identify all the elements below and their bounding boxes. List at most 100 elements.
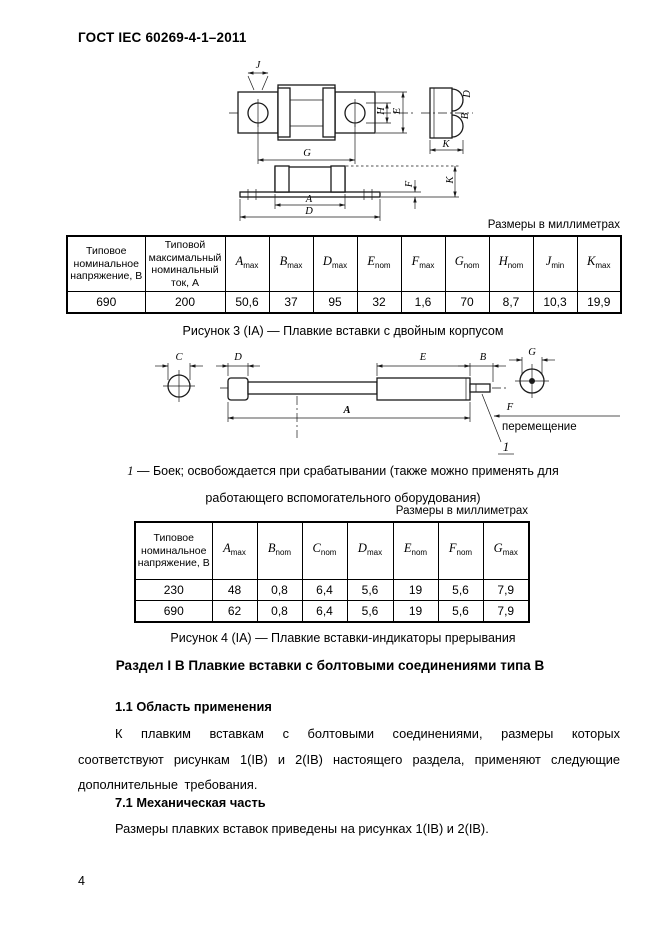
dim-label-k-side: K — [441, 139, 450, 150]
table-cell: 19 — [392, 579, 439, 601]
dim-label-h: H — [376, 106, 387, 116]
table1-dim-header: Bmax — [268, 235, 314, 292]
table2-dim-header: Enom — [392, 521, 439, 580]
table1-dim-header: Gnom — [444, 235, 490, 292]
dim-symbol: H — [498, 254, 508, 269]
table-figure4-dimensions: Типовое номинальное напряжение, В Amax B… — [134, 521, 530, 623]
dim-label-d: D — [233, 352, 242, 363]
table1-dim-header: Kmax — [576, 235, 622, 292]
dim-label-g: G — [303, 148, 311, 159]
dim-symbol: A — [235, 254, 244, 269]
units-note-1: Размеры в миллиметрах — [487, 219, 620, 231]
dim-label-f: F — [506, 402, 514, 413]
movement-label: перемещение — [502, 421, 577, 433]
dim-subscript: nom — [320, 548, 337, 558]
dim-symbol: E — [403, 541, 412, 556]
dim-subscript: max — [243, 261, 259, 271]
dim-label-a-bot: A — [305, 194, 313, 205]
dim-subscript: max — [230, 548, 246, 558]
dim-symbol: C — [312, 541, 321, 556]
figure4-note: 1 — Боек; освобождается при срабатывании… — [66, 458, 620, 511]
dim-symbol: D — [322, 254, 332, 269]
dim-subscript: nom — [463, 261, 480, 271]
dim-symbol: B — [267, 541, 276, 556]
table-figure3-dimensions: Типовое номинальное напряжение, В Типово… — [66, 235, 622, 314]
table-cell: 48 — [211, 579, 258, 601]
dim-label-d-side: D — [462, 90, 473, 99]
table-cell: 5,6 — [437, 579, 484, 601]
fig3-front-view: J H E G — [229, 60, 415, 164]
note-line-1: — Боек; освобождается при срабатывании (… — [133, 464, 559, 478]
table2-dim-header: Bnom — [256, 521, 303, 580]
table1-dim-header: Enom — [356, 235, 402, 292]
table-cell: 19,9 — [576, 291, 622, 314]
dim-subscript: max — [502, 548, 518, 558]
table2-data-row: 230 48 0,8 6,4 5,6 19 5,6 7,9 — [134, 579, 530, 601]
table-cell: 7,9 — [482, 579, 530, 601]
dim-symbol: B — [279, 254, 288, 269]
dim-label-b: B — [480, 352, 487, 363]
paragraph-scope: К плавким вставкам с болтовыми соединени… — [78, 726, 620, 792]
dim-label-c: C — [175, 352, 183, 363]
figure-4-drawing: C D E B — [155, 347, 620, 455]
table1-voltage-header: Типовое номинальное напряжение, В — [66, 235, 146, 292]
table-cell: 70 — [444, 291, 490, 314]
dim-symbol: K — [587, 254, 596, 269]
note-line-2: работающего вспомогательного оборудовани… — [205, 490, 481, 505]
section-heading: Раздел I В Плавкие вставки с болтовыми с… — [115, 658, 545, 673]
figure3-caption: Рисунок 3 (IA) — Плавкие вставки с двойн… — [182, 324, 504, 338]
figure-3-drawing: J H E G D B — [229, 60, 473, 221]
dim-label-a: A — [342, 405, 350, 416]
table1-dim-header: Fmax — [400, 235, 446, 292]
table-cell: 1,6 — [400, 291, 446, 314]
table1-current-header: Типовой максимальный номинальный ток, А — [144, 235, 226, 292]
table1-header-row: Типовое номинальное напряжение, В Типово… — [66, 235, 622, 292]
dim-symbol: E — [367, 254, 376, 269]
dim-symbol: J — [545, 254, 552, 269]
document-number: ГОСТ IEC 60269-4-1–2011 — [78, 30, 247, 45]
table-cell: 32 — [356, 291, 402, 314]
table2-data-row: 690 62 0,8 6,4 5,6 19 5,6 7,9 — [134, 600, 530, 623]
table-cell: 10,3 — [532, 291, 578, 314]
dim-subscript: max — [287, 261, 303, 271]
fig3-end-view: D B K — [421, 87, 473, 154]
dim-subscript: max — [419, 261, 435, 271]
note-ref-marker: 1 — [127, 464, 134, 478]
table-cell: 230 — [134, 579, 213, 601]
dim-symbol: D — [357, 541, 367, 556]
table2-voltage-header: Типовое номинальное напряжение, В — [134, 521, 213, 580]
dim-subscript: max — [366, 548, 383, 558]
striker-ref-number: 1 — [503, 439, 510, 454]
dim-symbol: G — [493, 541, 503, 556]
units-note-2: Размеры в миллиметрах — [395, 505, 528, 517]
table-cell: 5,6 — [346, 600, 394, 623]
table-cell: 200 — [144, 291, 226, 314]
table-cell: 5,6 — [346, 579, 394, 601]
table-cell: 62 — [211, 600, 258, 623]
dim-subscript: min — [551, 261, 565, 271]
table-cell: 5,6 — [437, 600, 484, 623]
table2-header-row: Типовое номинальное напряжение, В Amax B… — [134, 521, 530, 580]
dim-subscript: nom — [507, 261, 524, 271]
table-cell: 0,8 — [256, 579, 303, 601]
dim-subscript: max — [595, 261, 611, 271]
dim-label-b-side: B — [460, 112, 471, 119]
subsection-1-1-heading: 1.1 Область применения — [115, 699, 272, 714]
table-cell: 6,4 — [301, 600, 348, 623]
dim-label-f-bot: F — [404, 180, 415, 188]
table-cell: 7,9 — [482, 600, 530, 623]
dim-subscript: nom — [411, 548, 428, 558]
fig3-bottom-view: A D F K — [239, 165, 459, 221]
fig4-left-end-view: C — [155, 352, 203, 402]
dim-label-e: E — [419, 352, 427, 363]
dim-symbol: A — [223, 541, 231, 556]
dim-label-d-bot: D — [304, 206, 313, 217]
dim-subscript: nom — [275, 548, 292, 558]
paragraph-mechanical: Размеры плавких вставок приведены на рис… — [115, 821, 489, 836]
dim-symbol: G — [454, 254, 464, 269]
table2-dim-header: Fnom — [437, 521, 484, 580]
dim-label-k-bot: K — [445, 176, 456, 185]
dim-label-e: E — [392, 107, 403, 115]
table-cell: 8,7 — [488, 291, 534, 314]
